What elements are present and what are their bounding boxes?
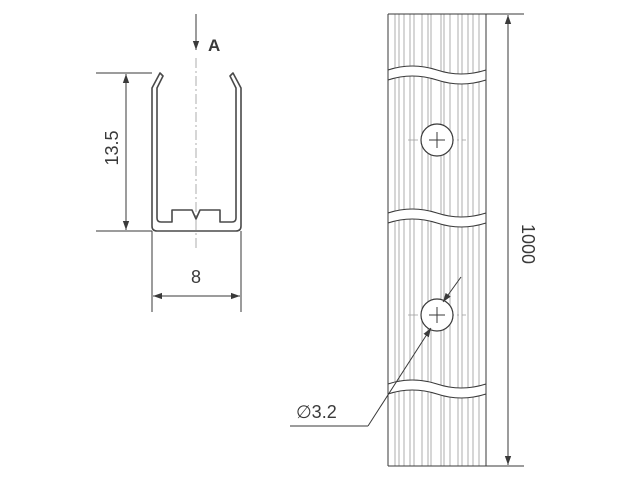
- width-dimension: 8: [151, 231, 242, 312]
- leader-line: [367, 327, 432, 427]
- mounting-hole-upper: [408, 123, 466, 157]
- height-dimension-label: 13.5: [102, 130, 122, 165]
- break-gap-2: [388, 209, 486, 227]
- hole-diameter-label: ∅3.2: [296, 402, 337, 422]
- break-gap-1: [388, 66, 486, 84]
- width-dimension-label: 8: [191, 267, 201, 287]
- mounting-hole-lower: [408, 298, 466, 332]
- section-marker-label: A: [208, 36, 220, 55]
- profile-cross-section: [151, 58, 242, 248]
- leader-arrow-outer: [442, 276, 462, 303]
- break-gap-3: [388, 380, 486, 398]
- break-lines: [387, 65, 487, 399]
- length-dimension: 1000: [486, 13, 538, 467]
- profile-side-view: [387, 13, 487, 467]
- height-dimension: 13.5: [96, 72, 152, 232]
- hole-diameter-callout: ∅3.2: [290, 276, 462, 427]
- length-dimension-label: 1000: [518, 224, 538, 264]
- section-marker: A: [192, 14, 220, 55]
- profile-outline: [151, 72, 242, 232]
